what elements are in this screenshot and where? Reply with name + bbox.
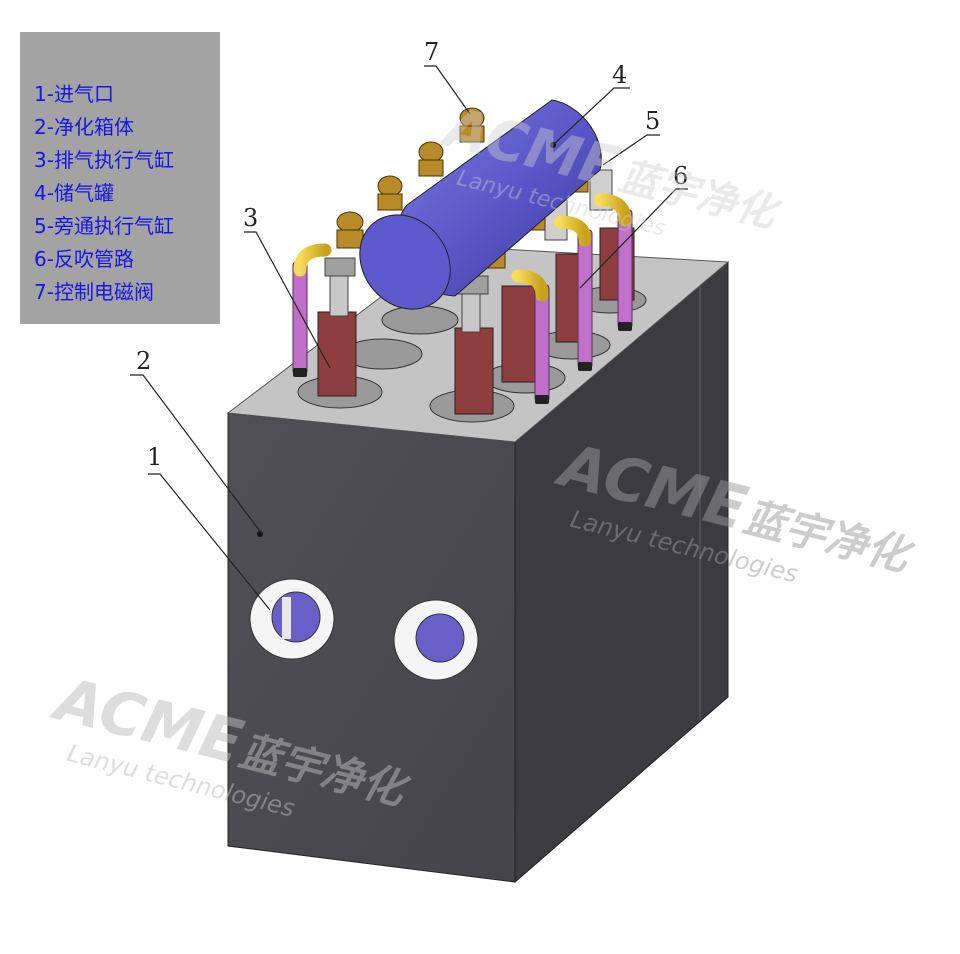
legend-item-7: 7-控制电磁阀 <box>34 280 154 304</box>
callout-1: 1 <box>147 443 162 471</box>
blowback-pipes <box>292 209 633 402</box>
callout-4: 4 <box>612 61 627 89</box>
air-tank <box>359 99 602 310</box>
legend-item-3: 3-排气执行气缸 <box>34 148 174 172</box>
leader-1 <box>148 473 271 611</box>
callout-2: 2 <box>136 347 151 375</box>
yellow-pipe-bends <box>293 193 632 302</box>
valve <box>377 175 403 197</box>
leader-3 <box>244 231 331 369</box>
parts-legend: 1-进气口 2-净化箱体 3-排气执行气缸 4-储气罐 5-旁通执行气缸 6-反… <box>20 32 220 324</box>
leader-6 <box>579 188 688 289</box>
callout-6: 6 <box>673 162 688 190</box>
legend-item-6: 6-反吹管路 <box>34 247 134 271</box>
callout-7: 7 <box>424 38 439 66</box>
leader-4 <box>552 87 630 146</box>
legend-item-1: 1-进气口 <box>34 82 114 106</box>
callout-5: 5 <box>645 107 660 135</box>
leader-7 <box>424 65 471 115</box>
callout-leaders <box>130 65 688 611</box>
leader-2 <box>130 374 263 535</box>
legend-item-2: 2-净化箱体 <box>34 115 134 139</box>
flange <box>381 305 459 335</box>
legend-item-5: 5-旁通执行气缸 <box>34 214 174 238</box>
leader-5 <box>602 134 660 166</box>
valve <box>336 211 364 233</box>
inlet-port-left <box>249 578 335 660</box>
callout-numbers: 1 2 3 4 5 6 7 <box>136 38 688 471</box>
inlet-port-right <box>393 599 479 681</box>
legend-item-4: 4-储气罐 <box>34 181 114 205</box>
callout-3: 3 <box>243 204 258 232</box>
pipe-caps <box>293 322 632 404</box>
